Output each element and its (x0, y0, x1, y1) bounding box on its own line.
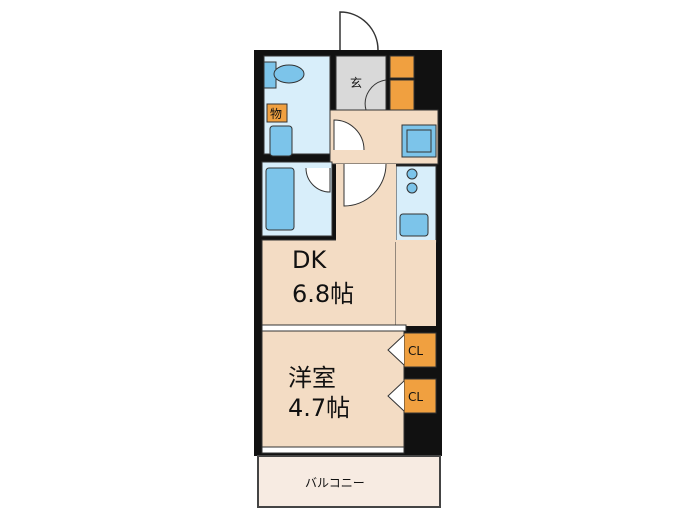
closet-2-label: CL (408, 390, 423, 404)
balcony-label: バルコニー (305, 476, 365, 490)
dk-name: DK (292, 246, 327, 274)
bathroom-door (305, 167, 331, 193)
washbasin-icon (269, 125, 293, 157)
storage-tag (266, 103, 288, 123)
dk-size: 6.8帖 (292, 280, 354, 308)
dk-right-area (396, 240, 436, 326)
entrance-label: 玄 (350, 75, 362, 90)
western-room-size: 4.7帖 (288, 394, 350, 422)
sink-icon (399, 213, 429, 237)
storage-label: 物 (270, 107, 282, 121)
closet-2-door (387, 380, 405, 412)
western-room-name: 洋室 (288, 364, 336, 392)
western-room (261, 330, 405, 448)
bathtub-icon (265, 167, 295, 231)
entrance-door (339, 11, 379, 51)
balcony-door (261, 446, 405, 454)
shoe-cabinet-2 (389, 79, 415, 111)
closet-2 (403, 378, 437, 414)
sliding-partition (261, 324, 407, 332)
entrance-inner-door (364, 79, 387, 111)
closet-1-door (387, 334, 405, 366)
stove-burner-1 (406, 168, 418, 180)
corridor-door (333, 119, 365, 151)
closet-1 (403, 332, 437, 368)
shoe-cabinet-1 (389, 55, 415, 79)
balcony-area (257, 455, 441, 508)
dk-door (343, 163, 387, 207)
stove-burner-2 (406, 182, 418, 194)
washing-machine-inner (406, 129, 432, 153)
toilet-bowl-icon (273, 64, 305, 84)
dk-room (261, 239, 397, 327)
closet-1-label: CL (408, 344, 423, 358)
